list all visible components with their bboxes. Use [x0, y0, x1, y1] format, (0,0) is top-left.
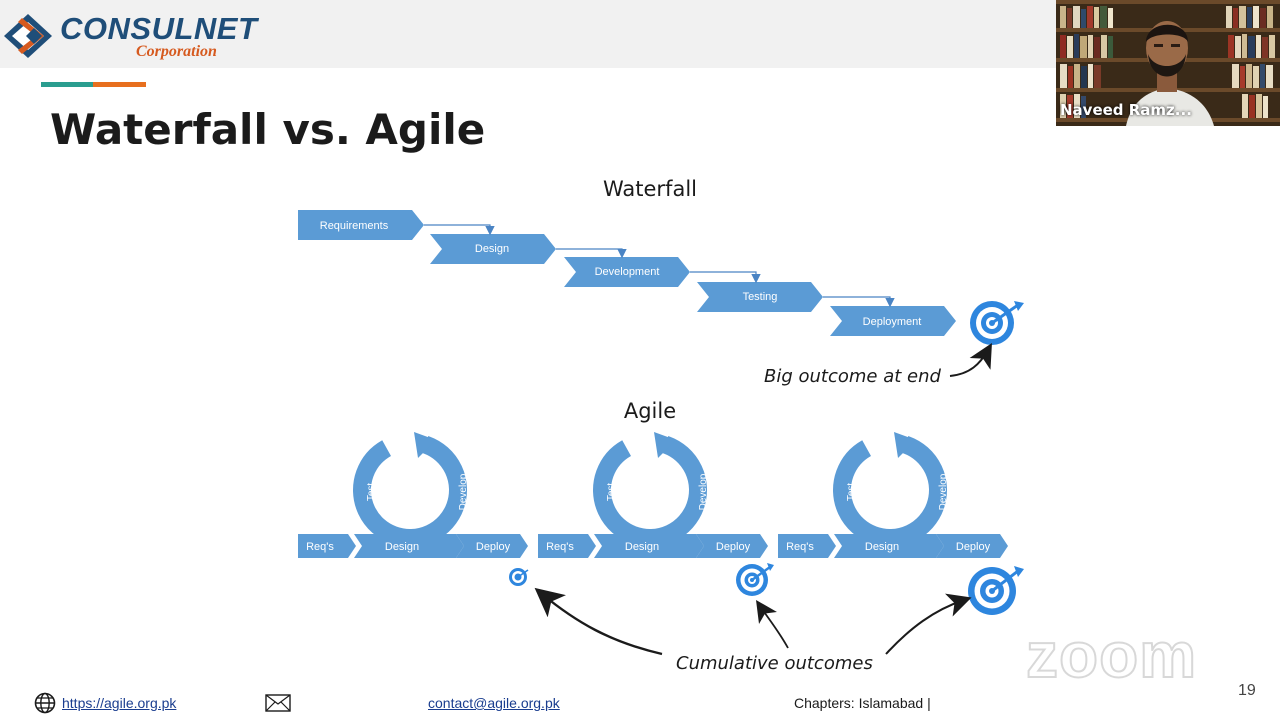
cycle-develop-label: Develop — [458, 473, 469, 510]
cycle-develop-label: Develop — [698, 473, 709, 510]
footer-chapters: Chapters: Islamabad | — [794, 695, 931, 711]
accent-bar-orange — [93, 82, 146, 87]
flow-reqs-label: Req's — [786, 541, 814, 553]
logo-subtitle: Corporation — [136, 43, 217, 60]
agile-cycle-1: Test Develop Req's Design Deploy — [298, 432, 528, 558]
cycle-test-label: Test — [606, 483, 617, 502]
small-target-icon — [509, 568, 529, 586]
slide-number: 19 — [1238, 682, 1256, 699]
globe-icon — [34, 692, 56, 714]
webcam-feed — [1056, 0, 1280, 126]
agile-cycle-3: Test Develop Req's Design Deploy — [778, 432, 1008, 558]
flow-design-label: Design — [865, 541, 899, 553]
waterfall-step-label: Deployment — [863, 316, 922, 328]
waterfall-step-1: Requirements — [298, 210, 424, 240]
footer-email-link[interactable]: contact@agile.org.pk — [428, 695, 560, 711]
waterfall-step-label: Design — [475, 243, 509, 255]
outcome-arrow-left — [534, 587, 663, 656]
waterfall-note: Big outcome at end — [764, 366, 942, 387]
logo-name: CONSULNET — [60, 11, 258, 46]
waterfall-step-label: Requirements — [320, 220, 389, 232]
agile-note: Cumulative outcomes — [676, 653, 873, 674]
cycle-test-label: Test — [366, 483, 377, 502]
flow-deploy-label: Deploy — [956, 541, 991, 553]
waterfall-step-5: Deployment — [830, 306, 956, 336]
waterfall-step-3: Development — [564, 257, 690, 287]
zoom-watermark: zoom — [1025, 619, 1198, 691]
participant-name-label: Naveed Ramz... — [1060, 101, 1192, 119]
agile-cycle-2: Test Develop Req's Design Deploy — [538, 432, 768, 558]
waterfall-connectors — [424, 224, 895, 308]
note-arrow — [949, 343, 992, 377]
waterfall-step-4: Testing — [697, 282, 823, 312]
large-target-icon — [968, 566, 1024, 615]
flow-design-label: Design — [625, 541, 659, 553]
slide-title: Waterfall vs. Agile — [50, 105, 486, 154]
medium-target-icon — [736, 563, 774, 596]
cycle-develop-label: Develop — [938, 473, 949, 510]
consulnet-logo-icon — [4, 14, 52, 58]
mail-icon — [265, 694, 291, 712]
big-target-icon — [970, 301, 1024, 345]
outcome-arrow-middle — [756, 600, 789, 649]
flow-reqs-label: Req's — [306, 541, 334, 553]
waterfall-title: Waterfall — [603, 177, 697, 201]
cycle-test-label: Test — [846, 483, 857, 502]
flow-reqs-label: Req's — [546, 541, 574, 553]
participant-video-tile[interactable] — [1056, 0, 1280, 126]
waterfall-step-label: Development — [595, 266, 660, 278]
flow-deploy-label: Deploy — [476, 541, 511, 553]
outcome-arrow-right — [885, 593, 972, 655]
agile-title: Agile — [624, 399, 676, 423]
waterfall-step-label: Testing — [743, 291, 778, 303]
flow-design-label: Design — [385, 541, 419, 553]
accent-bar-teal — [41, 82, 93, 87]
footer-website-link[interactable]: https://agile.org.pk — [62, 695, 177, 711]
flow-deploy-label: Deploy — [716, 541, 751, 553]
waterfall-step-2: Design — [430, 234, 556, 264]
waterfall-agile-diagram: Waterfall Requirements Design Developmen… — [298, 177, 1024, 674]
